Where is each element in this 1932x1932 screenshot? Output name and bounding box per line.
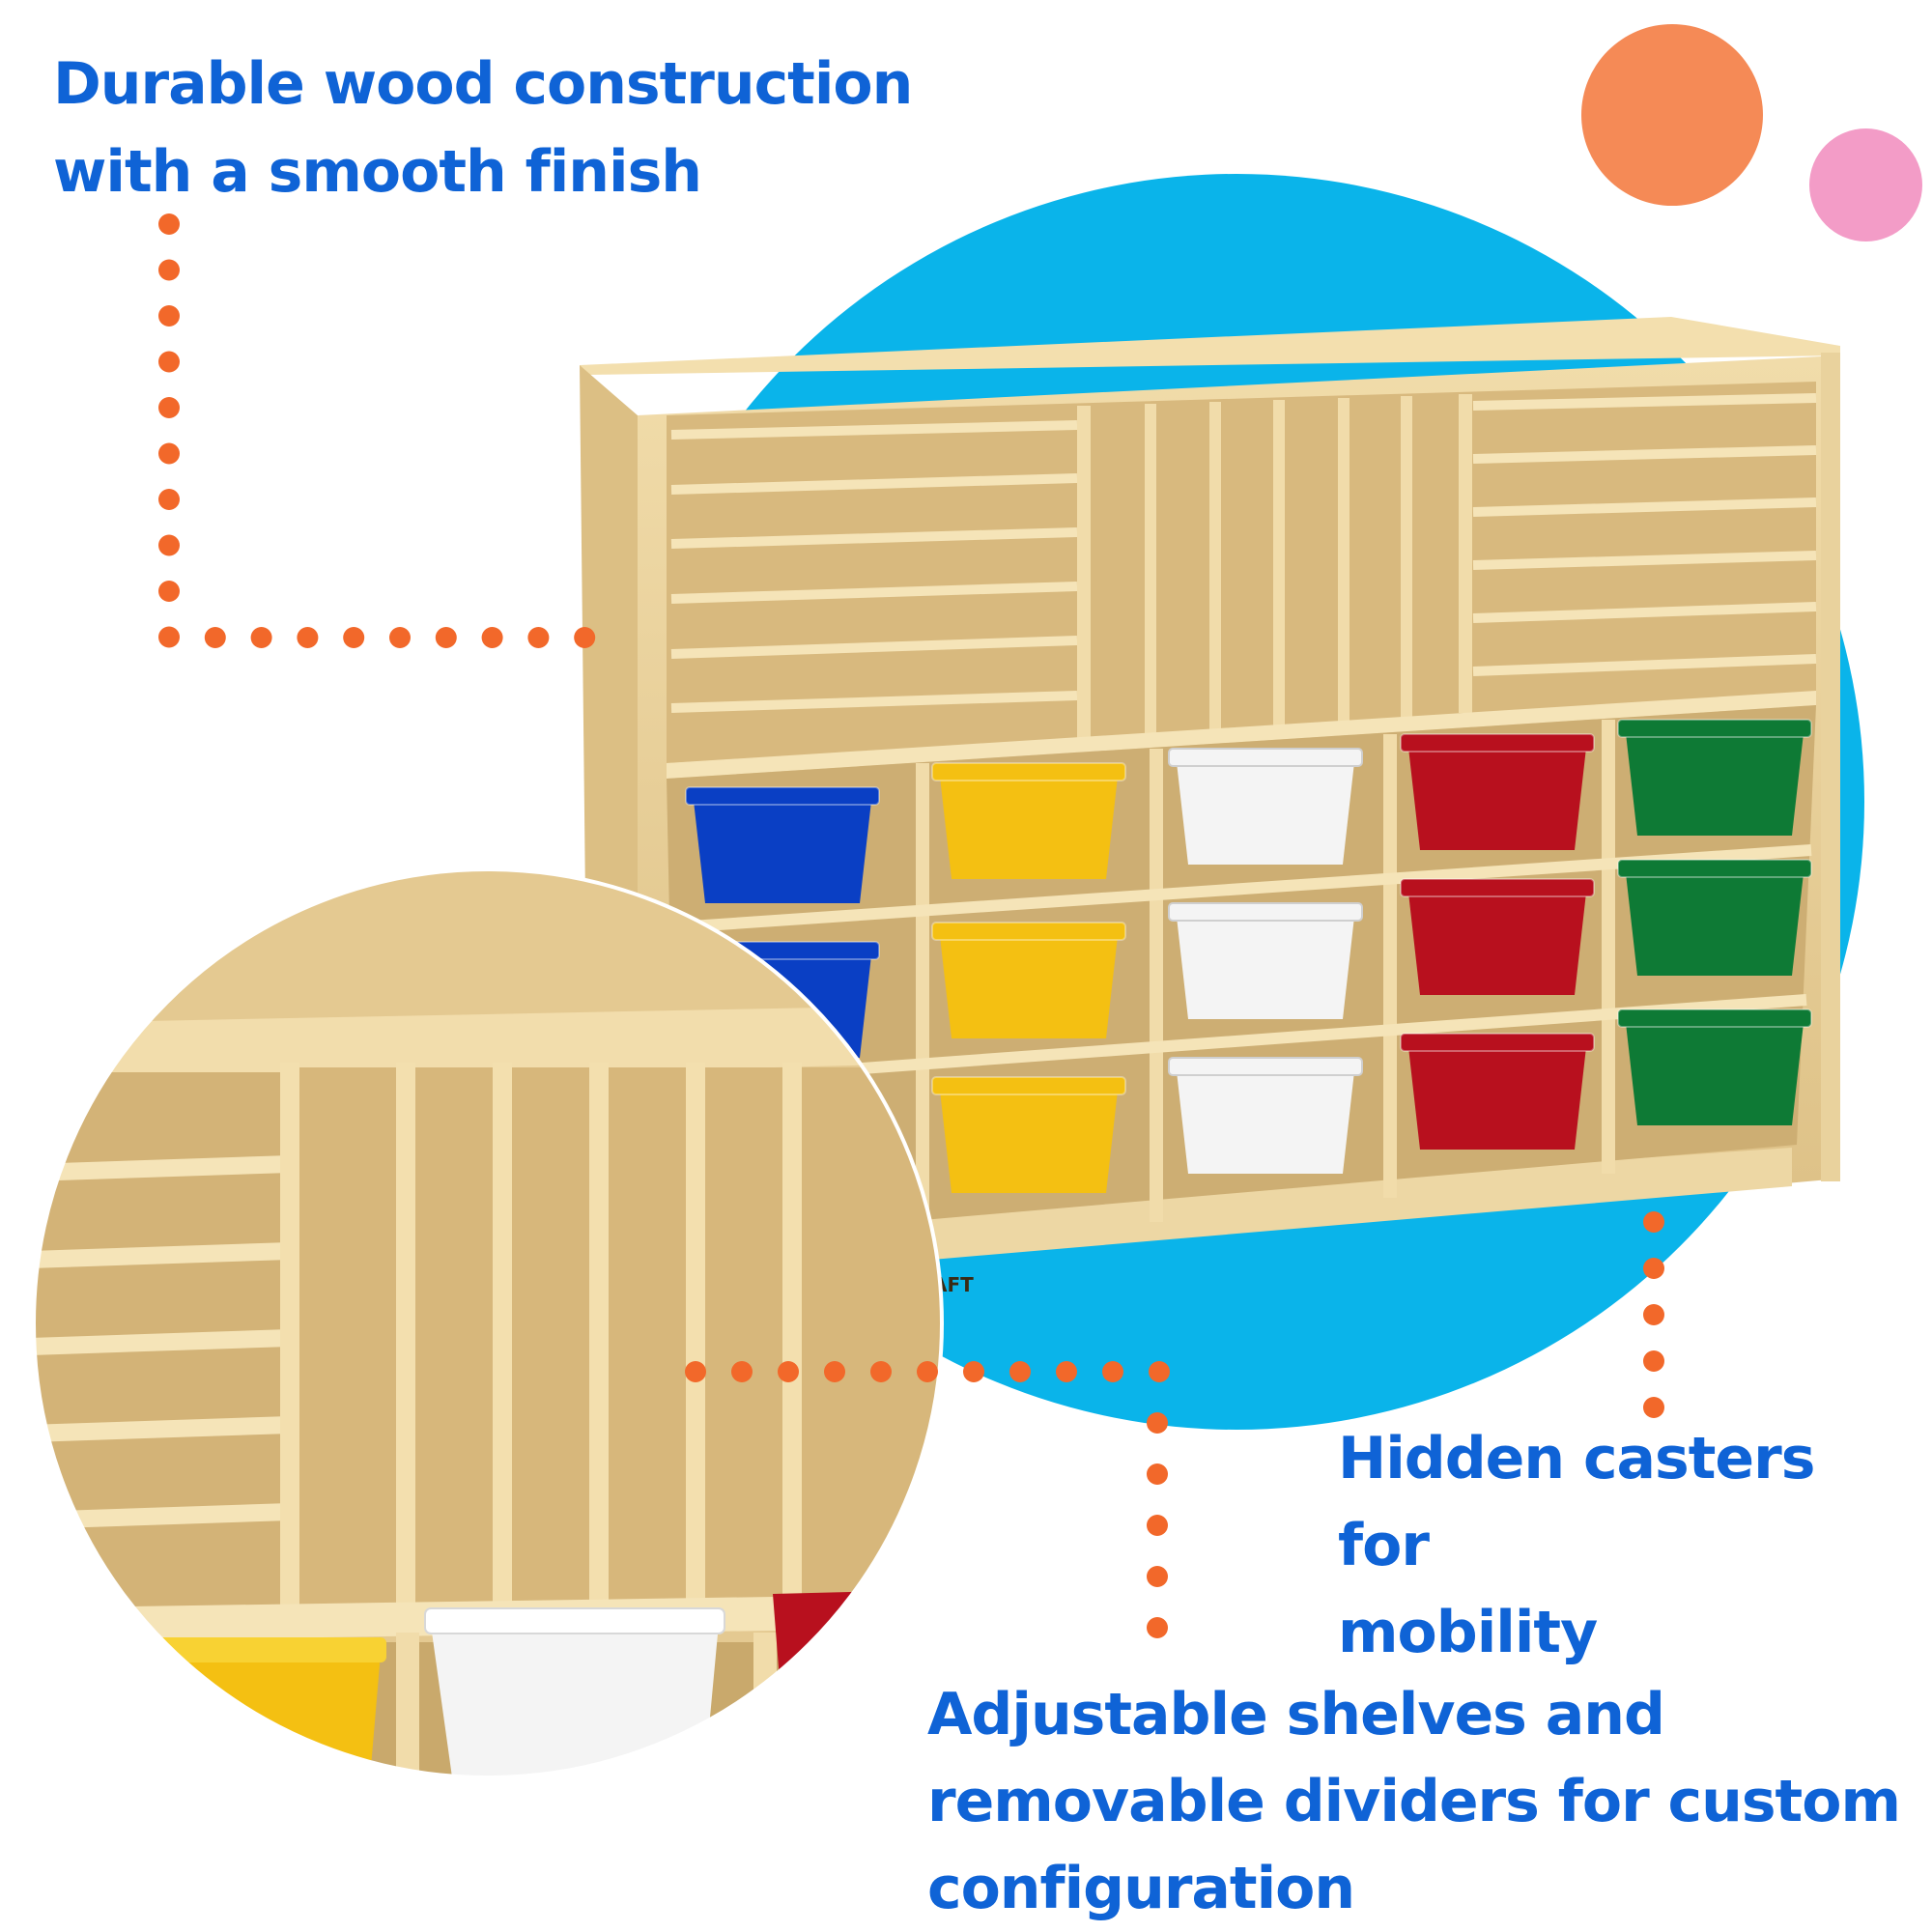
storage-bin-rim <box>931 762 1126 781</box>
callout-dot <box>158 489 180 510</box>
callout-dot <box>481 627 503 648</box>
callout-dot <box>1102 1361 1123 1382</box>
callout-dot <box>158 581 180 602</box>
storage-cabinet: AFT <box>580 317 1840 1296</box>
storage-bin-rim <box>1617 719 1812 738</box>
callout-dot <box>1643 1397 1664 1418</box>
shelves-callout-line1: Adjustable shelves and <box>927 1681 1665 1748</box>
callout-dot <box>250 627 272 648</box>
callout-dot <box>1147 1566 1168 1587</box>
callout-dot <box>1147 1463 1168 1485</box>
callout-dot <box>1147 1515 1168 1536</box>
storage-bin <box>1177 1071 1354 1174</box>
callout-dot <box>158 442 180 465</box>
storage-bin-rim <box>1400 1033 1595 1052</box>
callout-dot <box>685 1361 706 1382</box>
callout-dot <box>778 1361 799 1382</box>
storage-bin-rim <box>931 1076 1126 1095</box>
storage-bin-rim <box>931 922 1126 941</box>
callout-dot <box>158 351 180 373</box>
callout-dot <box>527 627 550 648</box>
callout-dot <box>1147 1617 1168 1638</box>
storage-bin-rim <box>1168 1057 1363 1076</box>
storage-bin-rim <box>685 786 880 806</box>
storage-bin-rim <box>1617 859 1812 878</box>
storage-bin-rim <box>1168 748 1363 767</box>
callout-dot <box>1643 1258 1664 1279</box>
callout-dot <box>389 627 411 648</box>
callout-dot <box>158 259 180 281</box>
casters-callout: Hidden casters for mobility <box>1338 1415 1918 1676</box>
cabinet-top <box>580 317 1840 375</box>
shelves-callout-line2: removable dividers for custom <box>927 1768 1901 1835</box>
callout-dot <box>574 627 596 648</box>
callout-dot <box>158 397 180 418</box>
callout-dot <box>1009 1361 1031 1382</box>
storage-bin <box>940 777 1118 879</box>
storage-bins <box>685 719 1812 1212</box>
callout-dot <box>963 1361 984 1382</box>
storage-bin <box>1408 893 1586 995</box>
callout-dot <box>1056 1361 1077 1382</box>
callout-dot <box>1147 1412 1168 1434</box>
storage-bin-rim <box>1617 1009 1812 1028</box>
storage-bin <box>940 936 1118 1038</box>
casters-callout-line2: mobility <box>1338 1599 1598 1666</box>
storage-bin <box>1177 917 1354 1019</box>
callout-dot <box>1149 1361 1170 1382</box>
callout-dot <box>1643 1350 1664 1372</box>
storage-bin <box>1408 1047 1586 1150</box>
shelves-callout-line3: configuration <box>927 1855 1355 1922</box>
callout-dot <box>297 627 319 648</box>
callout-dot <box>731 1361 753 1382</box>
construction-callout-line2: with a smooth finish <box>53 138 702 206</box>
construction-callout-line1: Durable wood construction <box>53 50 913 118</box>
right-paper-shelves <box>1472 393 1817 676</box>
callout-dot <box>158 305 180 327</box>
storage-bin <box>1626 1023 1804 1125</box>
callout-dot <box>435 627 457 648</box>
storage-bin-rim <box>1400 878 1595 897</box>
casters-callout-line1: Hidden casters for <box>1338 1425 1815 1579</box>
callout-dot <box>158 534 180 556</box>
storage-bin <box>1408 748 1586 850</box>
callout-dot <box>824 1361 845 1382</box>
vertical-slots <box>1077 394 1472 753</box>
orange-circle <box>1581 24 1763 206</box>
callout-dotted-lines <box>158 213 1664 1638</box>
callout-dot <box>1643 1304 1664 1325</box>
storage-bin-rim <box>1400 733 1595 753</box>
callout-dot <box>204 627 226 648</box>
callout-dot <box>158 626 180 648</box>
storage-bin <box>1626 873 1804 976</box>
callout-dot <box>1643 1211 1664 1233</box>
callout-dot <box>343 627 365 648</box>
storage-bin <box>1177 762 1354 865</box>
pink-circle <box>1809 128 1922 242</box>
storage-bin-rim <box>1168 902 1363 922</box>
callout-dot <box>870 1361 892 1382</box>
callout-dot <box>917 1361 938 1382</box>
storage-bin <box>1626 733 1804 836</box>
storage-bin <box>694 801 871 903</box>
construction-callout: Durable wood construction with a smooth … <box>53 41 923 216</box>
left-paper-shelves <box>670 420 1078 713</box>
callout-dot <box>158 213 180 235</box>
storage-bin <box>940 1091 1118 1193</box>
shelves-callout: Adjustable shelves and removable divider… <box>927 1671 1922 1932</box>
